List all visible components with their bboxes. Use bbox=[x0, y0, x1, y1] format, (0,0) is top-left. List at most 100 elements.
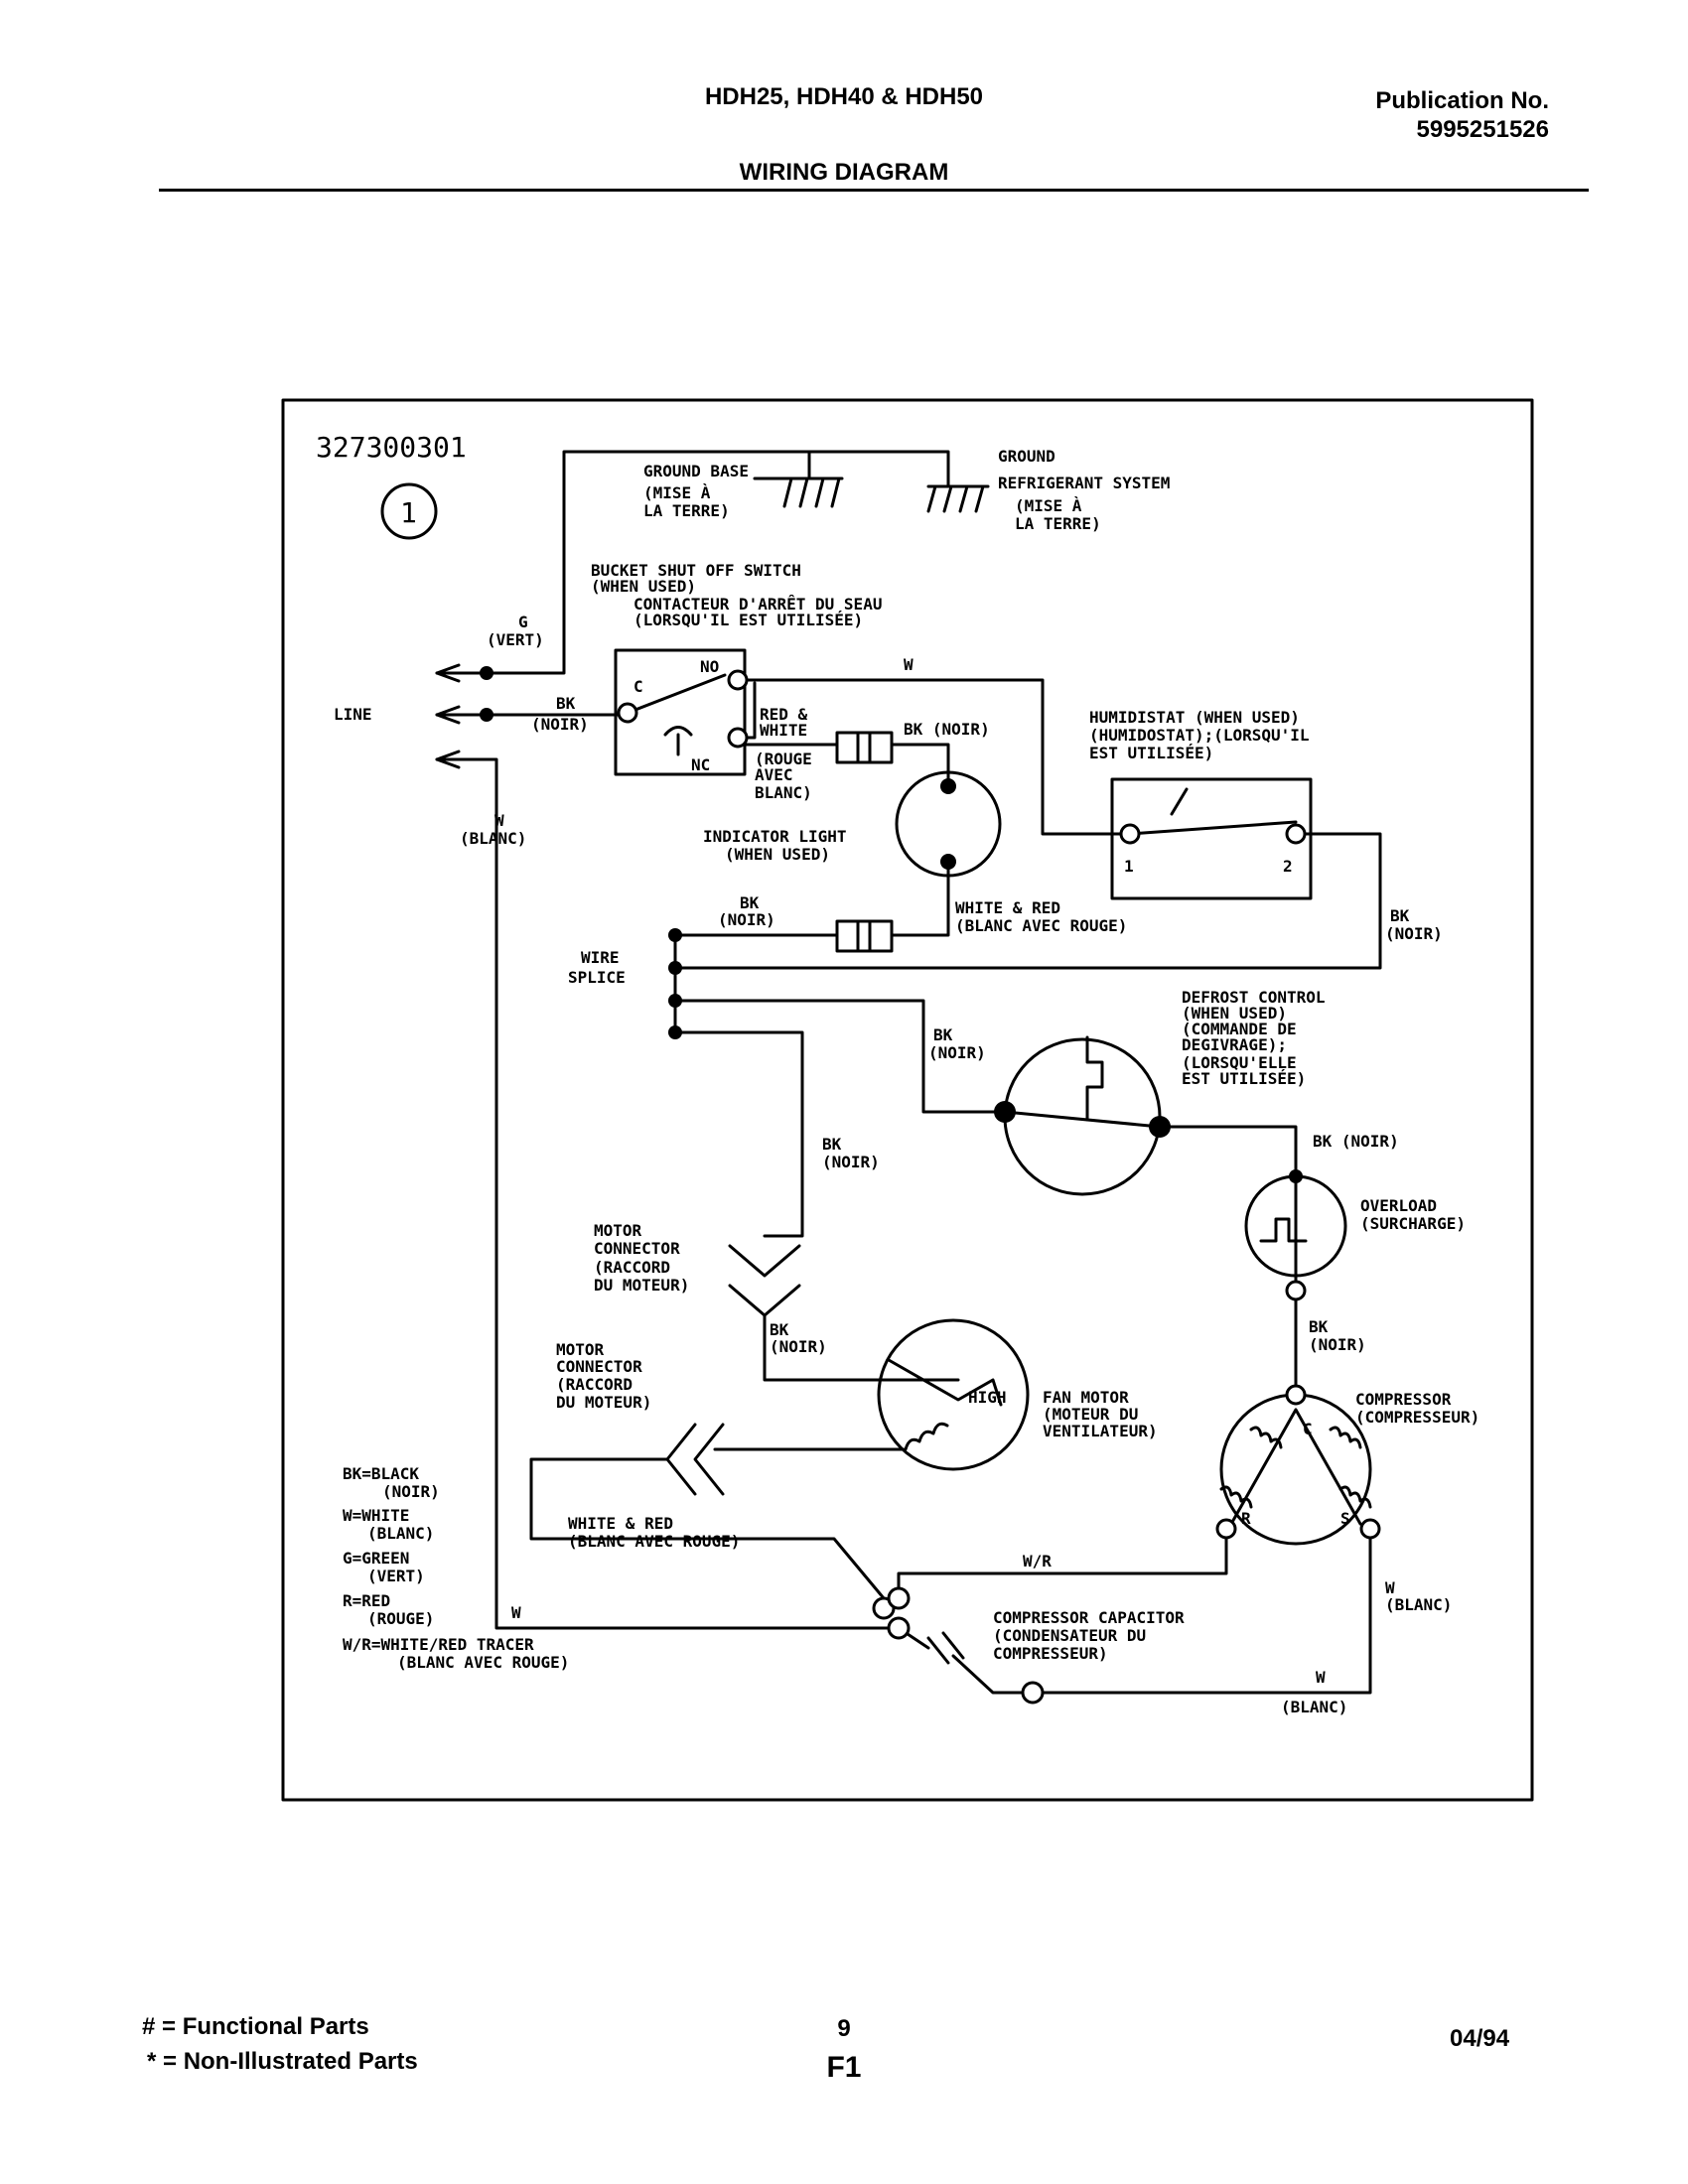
connector-2 bbox=[835, 919, 894, 953]
svg-text:DU MOTEUR): DU MOTEUR) bbox=[556, 1393, 651, 1412]
connector-1 bbox=[835, 731, 894, 764]
wire-no-to-humidistat bbox=[736, 678, 1124, 836]
bk-noir-inline: BK (NOIR) bbox=[904, 720, 990, 739]
svg-text:(WHEN USED): (WHEN USED) bbox=[725, 845, 830, 864]
svg-text:HUMIDISTAT (WHEN USED): HUMIDISTAT (WHEN USED) bbox=[1089, 708, 1300, 727]
ground-base-label: GROUND BASE (MISE À LA TERRE) bbox=[643, 462, 749, 520]
header-rule bbox=[159, 189, 1589, 192]
color-legend: BK=BLACK (NOIR) W=WHITE (BLANC) G=GREEN … bbox=[343, 1464, 569, 1672]
publication-number: 5995251526 bbox=[1416, 115, 1549, 143]
svg-text:(RACCORD: (RACCORD bbox=[594, 1258, 670, 1277]
wire-splice-label: WIRE bbox=[581, 948, 620, 967]
wire-wr bbox=[897, 1522, 1228, 1600]
svg-text:EST UTILISÉE): EST UTILISÉE) bbox=[1182, 1069, 1306, 1088]
svg-text:COMPRESSOR CAPACITOR: COMPRESSOR CAPACITOR bbox=[993, 1608, 1185, 1627]
bucket-switch-label: BUCKET SHUT OFF SWITCH (WHEN USED) CONTA… bbox=[591, 561, 882, 629]
indicator-light-label: INDICATOR LIGHT (WHEN USED) bbox=[703, 827, 847, 864]
overload-label: OVERLOAD bbox=[1360, 1196, 1437, 1215]
svg-text:CONNECTOR: CONNECTOR bbox=[556, 1357, 642, 1376]
w-blanc-right-label: W bbox=[1385, 1578, 1395, 1597]
wiring-diagram-subtitle: WIRING DIAGRAM bbox=[739, 159, 949, 186]
svg-text:(WHEN USED): (WHEN USED) bbox=[591, 577, 696, 596]
bk-line-label: BK bbox=[556, 694, 576, 713]
bk-humid-return-label: BK bbox=[1390, 906, 1410, 925]
diagram-frame bbox=[281, 398, 1534, 1802]
svg-text:GROUND: GROUND bbox=[998, 447, 1055, 466]
w-blanc-bottom-label: W bbox=[1316, 1668, 1326, 1687]
humidistat-terminal-1: 1 bbox=[1124, 857, 1134, 876]
terminal-c: C bbox=[633, 677, 643, 696]
svg-text:DEGIVRAGE);: DEGIVRAGE); bbox=[1182, 1035, 1287, 1054]
w-bottom-label: W bbox=[511, 1603, 521, 1622]
overload-fr: (SURCHARGE) bbox=[1360, 1214, 1466, 1233]
switch-fulcrum bbox=[663, 726, 693, 737]
svg-text:(VERT): (VERT) bbox=[367, 1567, 425, 1585]
svg-text:MOTOR: MOTOR bbox=[594, 1221, 642, 1240]
svg-text:RED &: RED & bbox=[760, 705, 808, 724]
svg-text:(BLANC AVEC ROUGE): (BLANC AVEC ROUGE) bbox=[397, 1653, 569, 1672]
non-illustrated-parts-note: * = Non-Illustrated Parts bbox=[147, 2048, 418, 2075]
white-red-bottom-fr: (BLANC AVEC ROUGE) bbox=[568, 1532, 740, 1551]
ground-base-symbol bbox=[753, 477, 844, 508]
bk-after-overload-label: BK bbox=[1309, 1317, 1329, 1336]
white-red-light-fr: (BLANC AVEC ROUGE) bbox=[955, 916, 1127, 935]
figure-code: F1 bbox=[826, 2051, 862, 2084]
fan-high-label: HIGH bbox=[968, 1388, 1007, 1407]
wire-defrost-to-overload bbox=[1158, 1125, 1298, 1178]
compressor-label: COMPRESSOR bbox=[1355, 1390, 1452, 1409]
revision-date: 04/94 bbox=[1450, 2025, 1510, 2052]
svg-text:WHITE: WHITE bbox=[760, 721, 807, 740]
svg-text:(LORSQU'IL EST UTILISÉE): (LORSQU'IL EST UTILISÉE) bbox=[633, 611, 863, 629]
fan-motor-label: FAN MOTOR (MOTEUR DU VENTILATEUR) bbox=[1043, 1388, 1158, 1440]
bk-fan-label: BK bbox=[770, 1320, 789, 1339]
terminal-nc: NC bbox=[691, 755, 710, 774]
svg-text:(COMMANDE DE: (COMMANDE DE bbox=[1182, 1020, 1297, 1038]
svg-text:(ROUGE: (ROUGE bbox=[755, 750, 812, 768]
svg-text:AVEC: AVEC bbox=[755, 765, 793, 784]
wr-label: W/R bbox=[1023, 1552, 1052, 1570]
callout-circle bbox=[380, 482, 438, 540]
white-red-bottom-label: WHITE & RED bbox=[568, 1514, 673, 1533]
w-blanc-right-fr: (BLANC) bbox=[1385, 1595, 1452, 1614]
red-white-label: RED & WHITE (ROUGE AVEC BLANC) bbox=[755, 705, 812, 802]
motor-connector-1 bbox=[728, 1244, 801, 1317]
svg-text:DU MOTEUR): DU MOTEUR) bbox=[594, 1276, 689, 1295]
svg-text:REFRIGERANT SYSTEM: REFRIGERANT SYSTEM bbox=[998, 474, 1170, 492]
svg-text:R=RED: R=RED bbox=[343, 1591, 390, 1610]
svg-text:W=WHITE: W=WHITE bbox=[343, 1506, 409, 1525]
compressor-terminal-r: R bbox=[1241, 1509, 1251, 1528]
svg-text:W/R=WHITE/RED TRACER: W/R=WHITE/RED TRACER bbox=[343, 1635, 534, 1654]
w-line-blanc: (BLANC) bbox=[460, 829, 526, 848]
wire-splice-to-motor bbox=[673, 1030, 804, 1238]
motor-connector-2 bbox=[665, 1423, 725, 1496]
line-arrow-w bbox=[435, 757, 891, 1630]
publication-label: Publication No. bbox=[1375, 87, 1549, 114]
svg-text:(MISE À: (MISE À bbox=[643, 483, 711, 502]
svg-text:BLANC): BLANC) bbox=[755, 783, 812, 802]
compressor-terminal-c: C bbox=[1303, 1420, 1313, 1438]
svg-text:GROUND BASE: GROUND BASE bbox=[643, 462, 749, 480]
compressor-terminal-s: S bbox=[1340, 1509, 1350, 1528]
svg-text:LA TERRE): LA TERRE) bbox=[643, 501, 730, 520]
wire-splice-label-2: SPLICE bbox=[568, 968, 626, 987]
compressor-capacitor bbox=[897, 1626, 1025, 1695]
humidistat-arm bbox=[1128, 820, 1298, 836]
defrost-control-label: DEFROST CONTROL (WHEN USED) (COMMANDE DE… bbox=[1182, 988, 1326, 1088]
bk-motor-down-label: BK bbox=[822, 1135, 842, 1154]
bk-to-splice-noir: (NOIR) bbox=[718, 910, 775, 929]
svg-text:(LORSQU'ELLE: (LORSQU'ELLE bbox=[1182, 1053, 1297, 1072]
bk-humid-return-noir: (NOIR) bbox=[1385, 924, 1443, 943]
bk-after-defrost-label: BK (NOIR) bbox=[1313, 1132, 1399, 1151]
svg-text:(WHEN USED): (WHEN USED) bbox=[1182, 1004, 1287, 1023]
defrost-control bbox=[1003, 1037, 1162, 1196]
ground-refrigerant-label: GROUND REFRIGERANT SYSTEM (MISE À LA TER… bbox=[998, 447, 1170, 533]
svg-text:(MOTEUR DU: (MOTEUR DU bbox=[1043, 1405, 1138, 1424]
svg-text:VENTILATEUR): VENTILATEUR) bbox=[1043, 1422, 1158, 1440]
svg-text:(ROUGE): (ROUGE) bbox=[367, 1609, 434, 1628]
bucket-switch-box bbox=[614, 648, 747, 776]
svg-text:DEFROST CONTROL: DEFROST CONTROL bbox=[1182, 988, 1326, 1007]
models-title: HDH25, HDH40 & HDH50 bbox=[704, 83, 984, 110]
bk-defrost-label: BK bbox=[933, 1025, 953, 1044]
terminal-no: NO bbox=[700, 657, 719, 676]
